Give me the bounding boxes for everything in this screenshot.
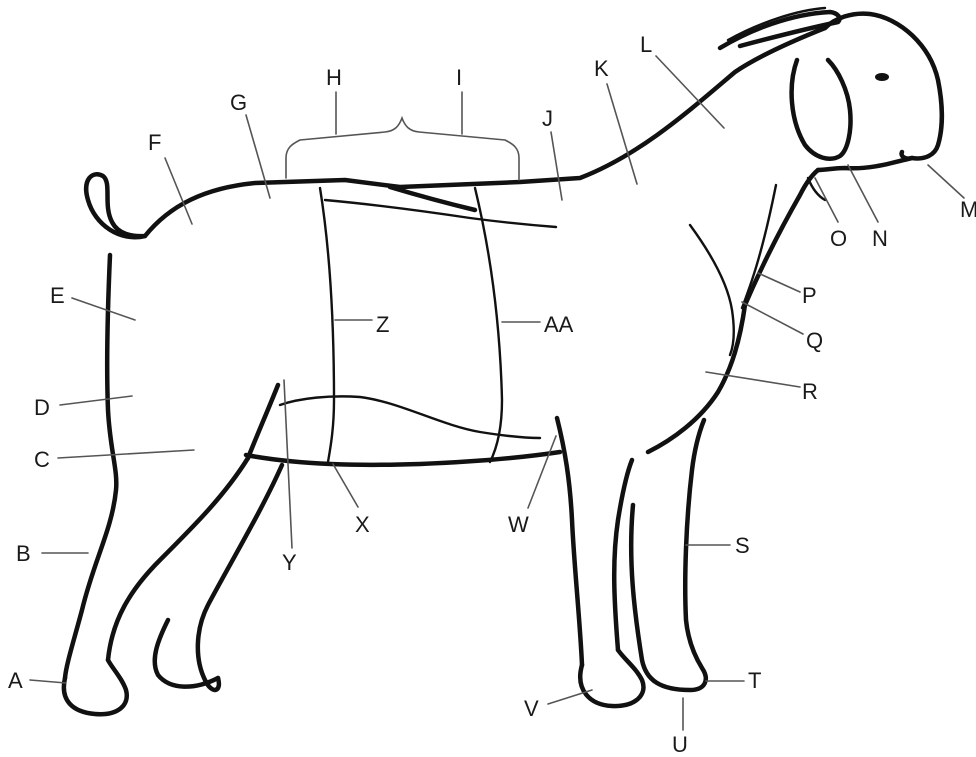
label-I: I: [456, 65, 462, 90]
mouth-outline: [902, 152, 912, 159]
label-B: B: [16, 541, 31, 566]
chest-outline: [648, 305, 745, 452]
label-S: S: [735, 533, 750, 558]
label-T: T: [748, 668, 761, 693]
leader-Y: [284, 380, 292, 548]
far-rear-leg-outline: [198, 465, 282, 690]
label-V: V: [524, 696, 539, 721]
goat-illustration: [64, 8, 942, 714]
front-leg-right-outline: [631, 420, 706, 690]
label-R: R: [802, 379, 818, 404]
leader-W: [528, 436, 556, 508]
label-K: K: [594, 56, 609, 81]
front-hoof-left-outline: [580, 650, 643, 706]
ear-outline: [792, 60, 851, 159]
leader-X: [333, 464, 358, 507]
label-Z: Z: [376, 312, 389, 337]
label-P: P: [802, 283, 817, 308]
label-Y: Y: [282, 550, 297, 575]
leader-D: [60, 396, 132, 405]
label-F: F: [148, 130, 161, 155]
topline-outline: [145, 28, 825, 236]
loin-line: [320, 188, 334, 462]
label-G: G: [230, 90, 247, 115]
back-upper-line: [325, 200, 556, 227]
leader-O: [815, 178, 838, 222]
rump-outline: [65, 255, 116, 678]
loin-rib-bracket: [286, 118, 519, 180]
front-leg-rear-outline: [557, 418, 582, 665]
label-H: H: [326, 65, 342, 90]
leader-Q: [742, 302, 803, 334]
label-A: A: [8, 668, 23, 693]
belly-outline: [246, 452, 560, 465]
label-E: E: [50, 283, 65, 308]
rear-leg-front-outline: [108, 458, 248, 660]
leader-C: [58, 450, 194, 458]
label-X: X: [355, 512, 370, 537]
leader-E: [72, 298, 135, 320]
label-M: M: [960, 197, 976, 222]
rear-hoof-outline: [64, 660, 127, 714]
leader-N: [848, 165, 878, 222]
shoulder-line: [690, 225, 734, 355]
label-N: N: [872, 226, 888, 251]
far-rear-hoof-outline: [155, 620, 218, 687]
label-D: D: [34, 395, 50, 420]
leader-J: [551, 132, 562, 200]
label-W: W: [508, 512, 529, 537]
tail-outline: [86, 174, 145, 237]
label-C: C: [34, 447, 50, 472]
eye-icon: [875, 73, 889, 81]
label-AA: AA: [544, 312, 574, 337]
head-outline: [818, 14, 942, 170]
label-O: O: [830, 226, 847, 251]
rib-rear-line: [475, 188, 502, 462]
label-Q: Q: [806, 328, 823, 353]
label-J: J: [542, 106, 553, 131]
leader-M: [928, 165, 964, 198]
leader-K: [607, 84, 637, 184]
label-U: U: [672, 732, 688, 757]
leader-P: [758, 273, 800, 292]
label-L: L: [640, 32, 652, 57]
leader-A: [30, 680, 66, 683]
spine-stripe: [390, 187, 475, 210]
flank-outline: [248, 385, 278, 458]
part-labels: A B C D E F G H I J K L M N O P Q R S T …: [8, 32, 976, 757]
